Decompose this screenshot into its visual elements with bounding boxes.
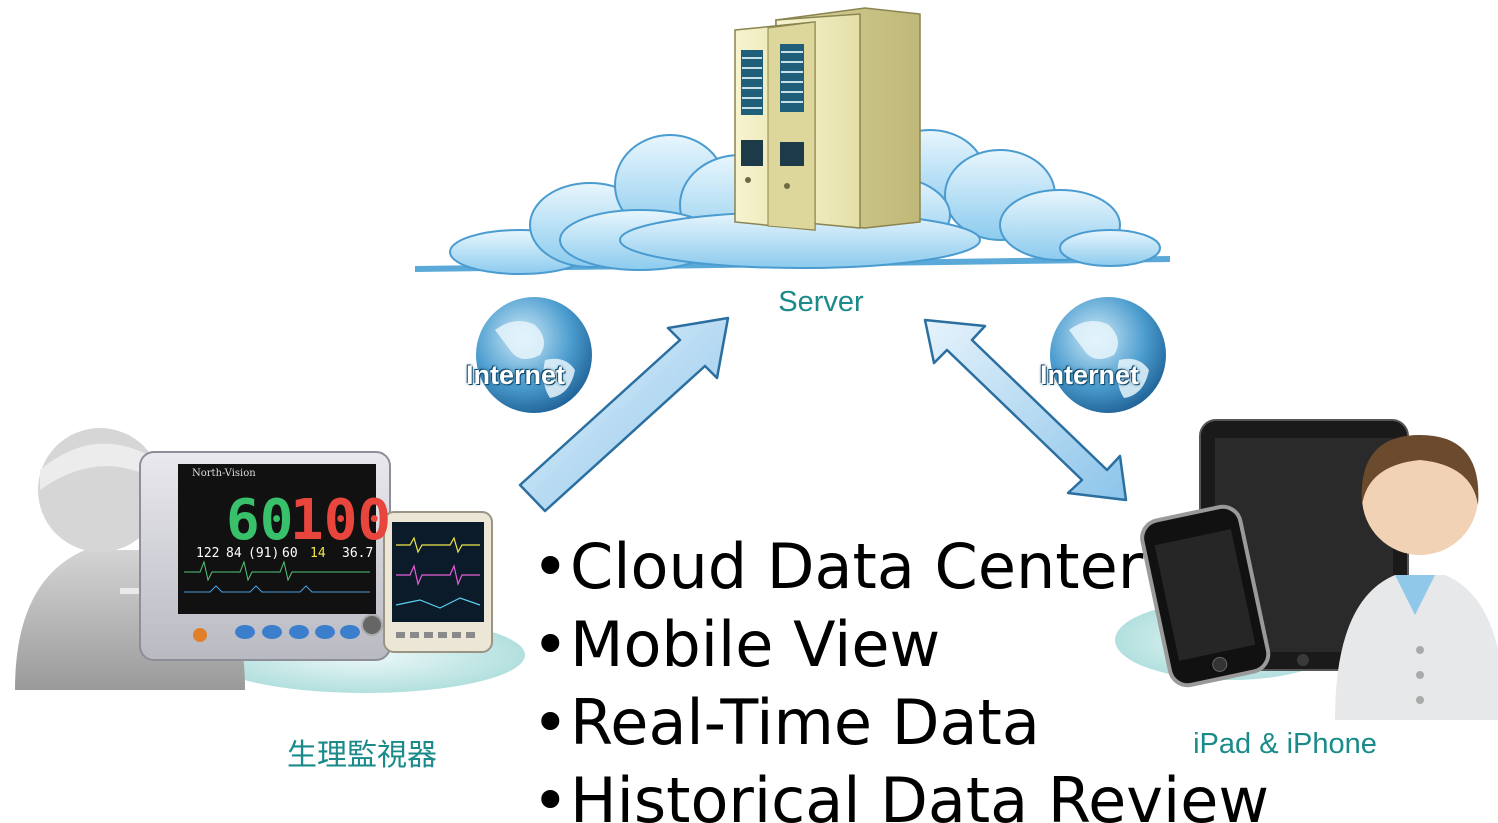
- internet-label-left: Internet: [466, 360, 566, 390]
- devices-label: iPad & iPhone: [1193, 728, 1377, 760]
- server-label: Server: [778, 286, 864, 318]
- feature-item-text: Mobile View: [570, 608, 941, 681]
- iphone-icon: [1140, 504, 1271, 688]
- monitor-value-4: 60: [282, 546, 298, 561]
- monitor-value-2: 84: [226, 546, 242, 561]
- globe-icon-right: [1050, 297, 1166, 413]
- feature-item: •Real-Time Data: [532, 686, 1040, 759]
- feature-item: •Historical Data Review: [532, 762, 1269, 823]
- arrow-up-right-icon: [518, 316, 730, 513]
- globe-icon-left: [476, 297, 592, 413]
- doctor-icon: [1335, 435, 1498, 720]
- monitor-spo2-value: 100: [290, 488, 392, 553]
- feature-item: •Cloud Data Center: [532, 530, 1144, 603]
- monitor-value-6: 36.7: [342, 546, 374, 561]
- secondary-monitor-icon: [383, 511, 493, 653]
- monitor-icon: [139, 451, 391, 661]
- server-icon: [734, 7, 921, 231]
- feature-item: •Mobile View: [532, 608, 941, 681]
- monitor-value-1: 122: [196, 546, 220, 561]
- monitor-hr-value: 60: [226, 488, 294, 553]
- feature-item-text: Historical Data Review: [570, 764, 1270, 823]
- monitor-value-3: (91): [248, 546, 280, 561]
- internet-label-right: Internet: [1040, 360, 1140, 390]
- feature-item-text: Real-Time Data: [570, 686, 1040, 759]
- double-arrow-icon: [923, 318, 1128, 502]
- feature-item-text: Cloud Data Center: [570, 530, 1144, 603]
- monitor-value-5: 14: [310, 546, 326, 561]
- monitor-brand: North-Vision: [192, 468, 256, 479]
- monitor-label: 生理監視器: [287, 738, 437, 773]
- feature-list: •Cloud Data Center •Mobile View •Real-Ti…: [532, 528, 1269, 823]
